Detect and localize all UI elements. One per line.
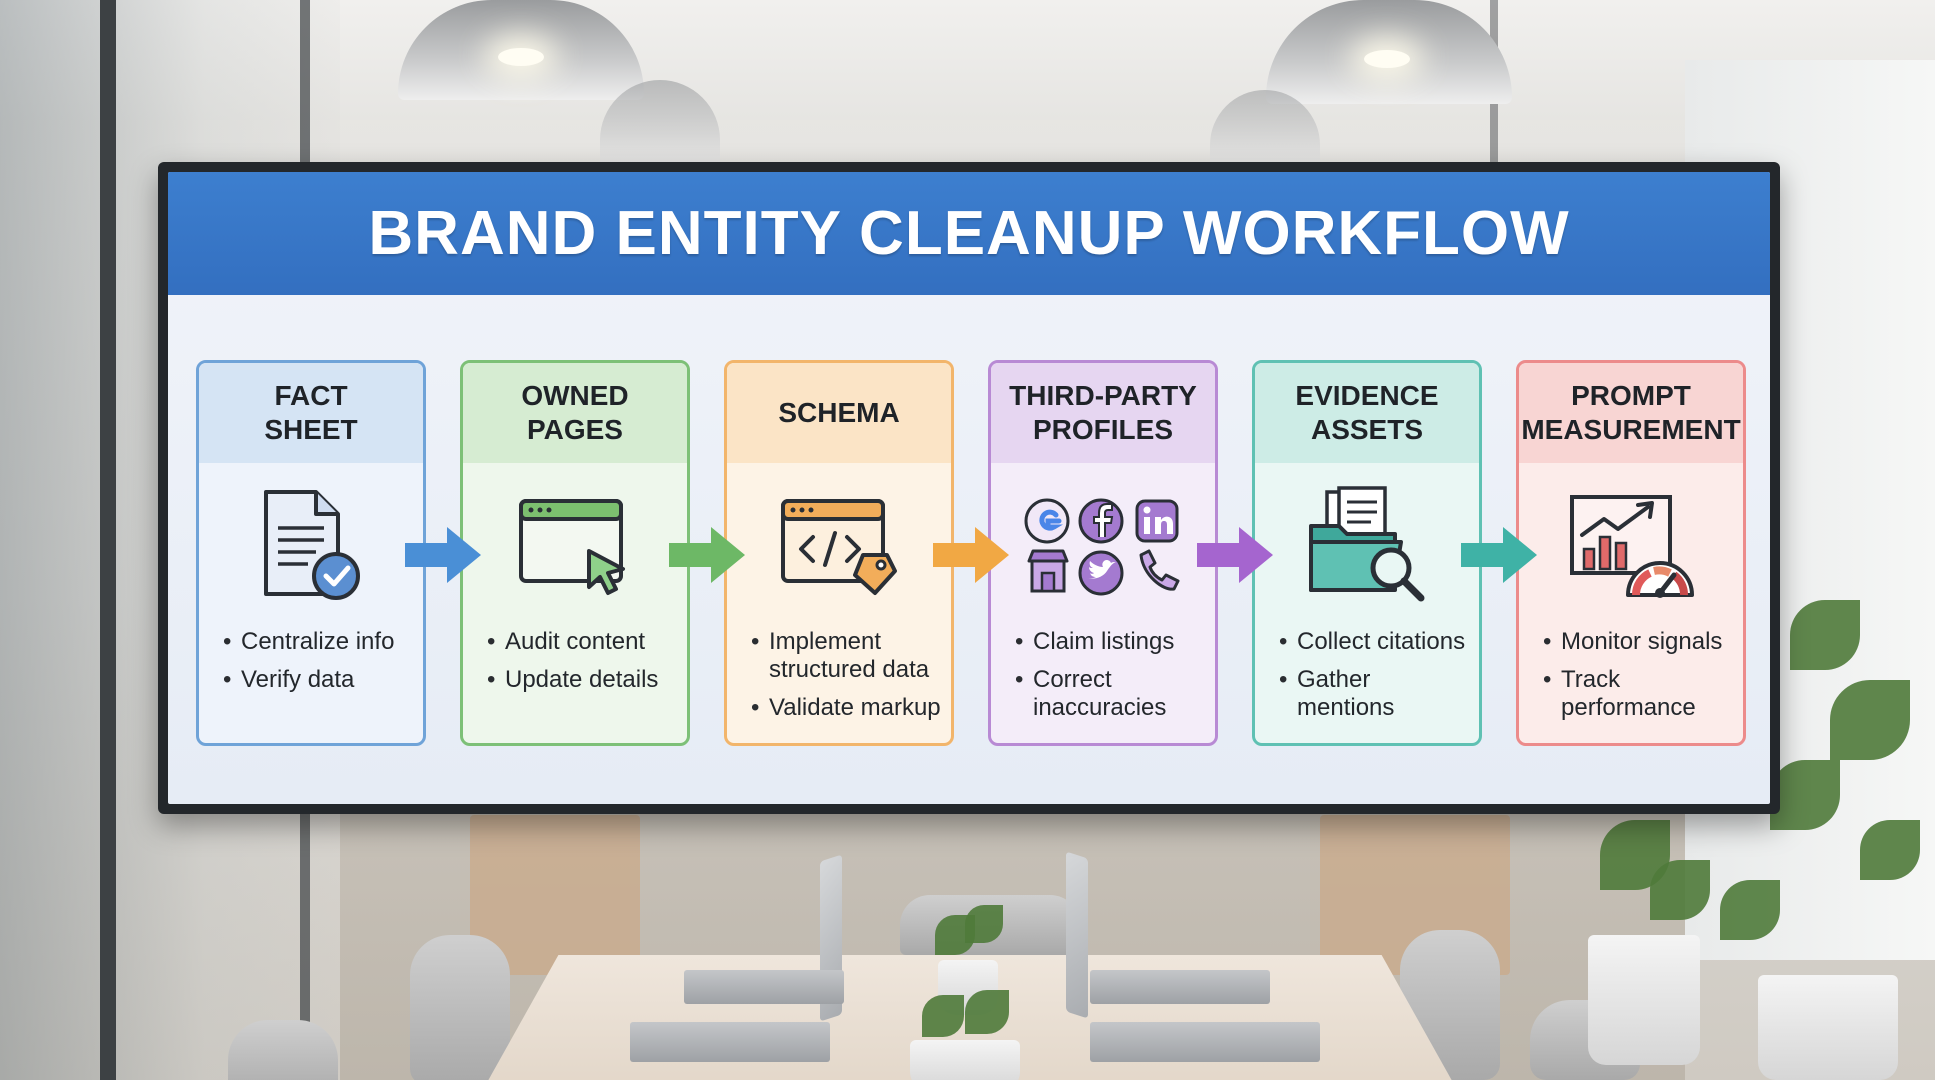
phone-icon bbox=[1141, 551, 1178, 589]
step-title: PROMPT MEASUREMENT bbox=[1521, 379, 1740, 447]
step-bullet: Implement structured data bbox=[751, 628, 941, 684]
step-title: THIRD-PARTY PROFILES bbox=[1009, 379, 1197, 447]
step-title: SCHEMA bbox=[778, 396, 899, 430]
step-card-schema: SCHEMA bbox=[724, 360, 954, 746]
step-title: FACT SHEET bbox=[264, 379, 357, 447]
chart-gauge-icon bbox=[1519, 463, 1743, 628]
facebook-icon bbox=[1080, 500, 1122, 542]
plant-leaf bbox=[922, 995, 964, 1037]
step-header: OWNED PAGES bbox=[463, 363, 687, 463]
step-bullet: Verify data bbox=[223, 666, 413, 694]
store-icon bbox=[1029, 551, 1067, 591]
display-screen: BRAND ENTITY CLEANUP WORKFLOW FACT SHEET bbox=[158, 162, 1780, 814]
step-bullet: Monitor signals bbox=[1543, 628, 1733, 656]
step-bullet: Update details bbox=[487, 666, 677, 694]
code-window-tag-icon bbox=[727, 463, 951, 628]
folder-search-icon bbox=[1255, 463, 1479, 628]
plant-leaf bbox=[1770, 760, 1840, 830]
laptop bbox=[630, 1022, 830, 1062]
twitter-icon bbox=[1080, 552, 1122, 594]
arrow-shape bbox=[933, 527, 1009, 583]
chair bbox=[410, 935, 510, 1080]
step-bullet: Centralize info bbox=[223, 628, 413, 656]
arrow-shape bbox=[405, 527, 481, 583]
title-bar: BRAND ENTITY CLEANUP WORKFLOW bbox=[168, 172, 1770, 295]
step-header: PROMPT MEASUREMENT bbox=[1519, 363, 1743, 463]
step-bullet: Validate markup bbox=[751, 694, 941, 722]
plant-pot bbox=[1588, 935, 1700, 1065]
plant-leaf bbox=[1830, 680, 1910, 760]
step-arrow-3 bbox=[929, 523, 1013, 587]
plant-leaf bbox=[1650, 860, 1710, 920]
step-bullet: Gather mentions bbox=[1279, 666, 1469, 722]
workflow-steps: FACT SHEET Centralize info bbox=[196, 360, 1752, 746]
step-card-prompt-measurement: PROMPT MEASUREMENT bbox=[1516, 360, 1746, 746]
step-card-evidence-assets: EVIDENCE ASSETS bbox=[1252, 360, 1482, 746]
step-bullets: Centralize info Verify data bbox=[199, 628, 423, 694]
google-icon bbox=[1026, 500, 1068, 542]
step-title: OWNED PAGES bbox=[521, 379, 628, 447]
step-bullet: Audit content bbox=[487, 628, 677, 656]
linkedin-icon bbox=[1137, 501, 1177, 541]
step-title: EVIDENCE ASSETS bbox=[1295, 379, 1438, 447]
plant-leaf bbox=[965, 905, 1003, 943]
step-arrow-5 bbox=[1457, 523, 1541, 587]
arrow-shape bbox=[669, 527, 745, 583]
laptop bbox=[1090, 970, 1270, 1004]
chair bbox=[228, 1020, 338, 1080]
step-header: SCHEMA bbox=[727, 363, 951, 463]
social-profiles-icon bbox=[991, 463, 1215, 628]
step-card-third-party-profiles: THIRD-PARTY PROFILES bbox=[988, 360, 1218, 746]
step-bullet: Correct inaccuracies bbox=[1015, 666, 1205, 722]
step-bullet: Track performance bbox=[1543, 666, 1733, 722]
step-bullets: Monitor signals Track performance bbox=[1519, 628, 1743, 722]
step-bullet: Collect citations bbox=[1279, 628, 1469, 656]
step-bullet: Claim listings bbox=[1015, 628, 1205, 656]
workflow-slide: BRAND ENTITY CLEANUP WORKFLOW FACT SHEET bbox=[168, 172, 1770, 804]
laptop bbox=[684, 970, 844, 1004]
step-bullets: Claim listings Correct inaccuracies bbox=[991, 628, 1215, 722]
step-header: EVIDENCE ASSETS bbox=[1255, 363, 1479, 463]
step-bullets: Collect citations Gather mentions bbox=[1255, 628, 1479, 722]
workflow-title: BRAND ENTITY CLEANUP WORKFLOW bbox=[368, 198, 1569, 269]
step-header: FACT SHEET bbox=[199, 363, 423, 463]
step-arrow-1 bbox=[401, 523, 485, 587]
laptop bbox=[1066, 851, 1088, 1018]
step-arrow-2 bbox=[665, 523, 749, 587]
step-bullets: Audit content Update details bbox=[463, 628, 687, 694]
step-bullets: Implement structured data Validate marku… bbox=[727, 628, 951, 722]
step-card-fact-sheet: FACT SHEET Centralize info bbox=[196, 360, 426, 746]
step-header: THIRD-PARTY PROFILES bbox=[991, 363, 1215, 463]
arrow-shape bbox=[1461, 527, 1537, 583]
plant-pot bbox=[1758, 975, 1898, 1080]
arrow-shape bbox=[1197, 527, 1273, 583]
plant-leaf bbox=[1720, 880, 1780, 940]
step-card-owned-pages: OWNED PAGES Audit content Update details bbox=[460, 360, 690, 746]
step-arrow-4 bbox=[1193, 523, 1277, 587]
browser-cursor-icon bbox=[463, 463, 687, 628]
plant-leaf bbox=[1790, 600, 1860, 670]
laptop bbox=[1090, 1022, 1320, 1062]
glass-mullion bbox=[100, 0, 116, 1080]
plant-leaf bbox=[1860, 820, 1920, 880]
plant-leaf bbox=[965, 990, 1009, 1034]
plant-pot bbox=[910, 1040, 1020, 1080]
document-check-icon bbox=[199, 463, 423, 628]
